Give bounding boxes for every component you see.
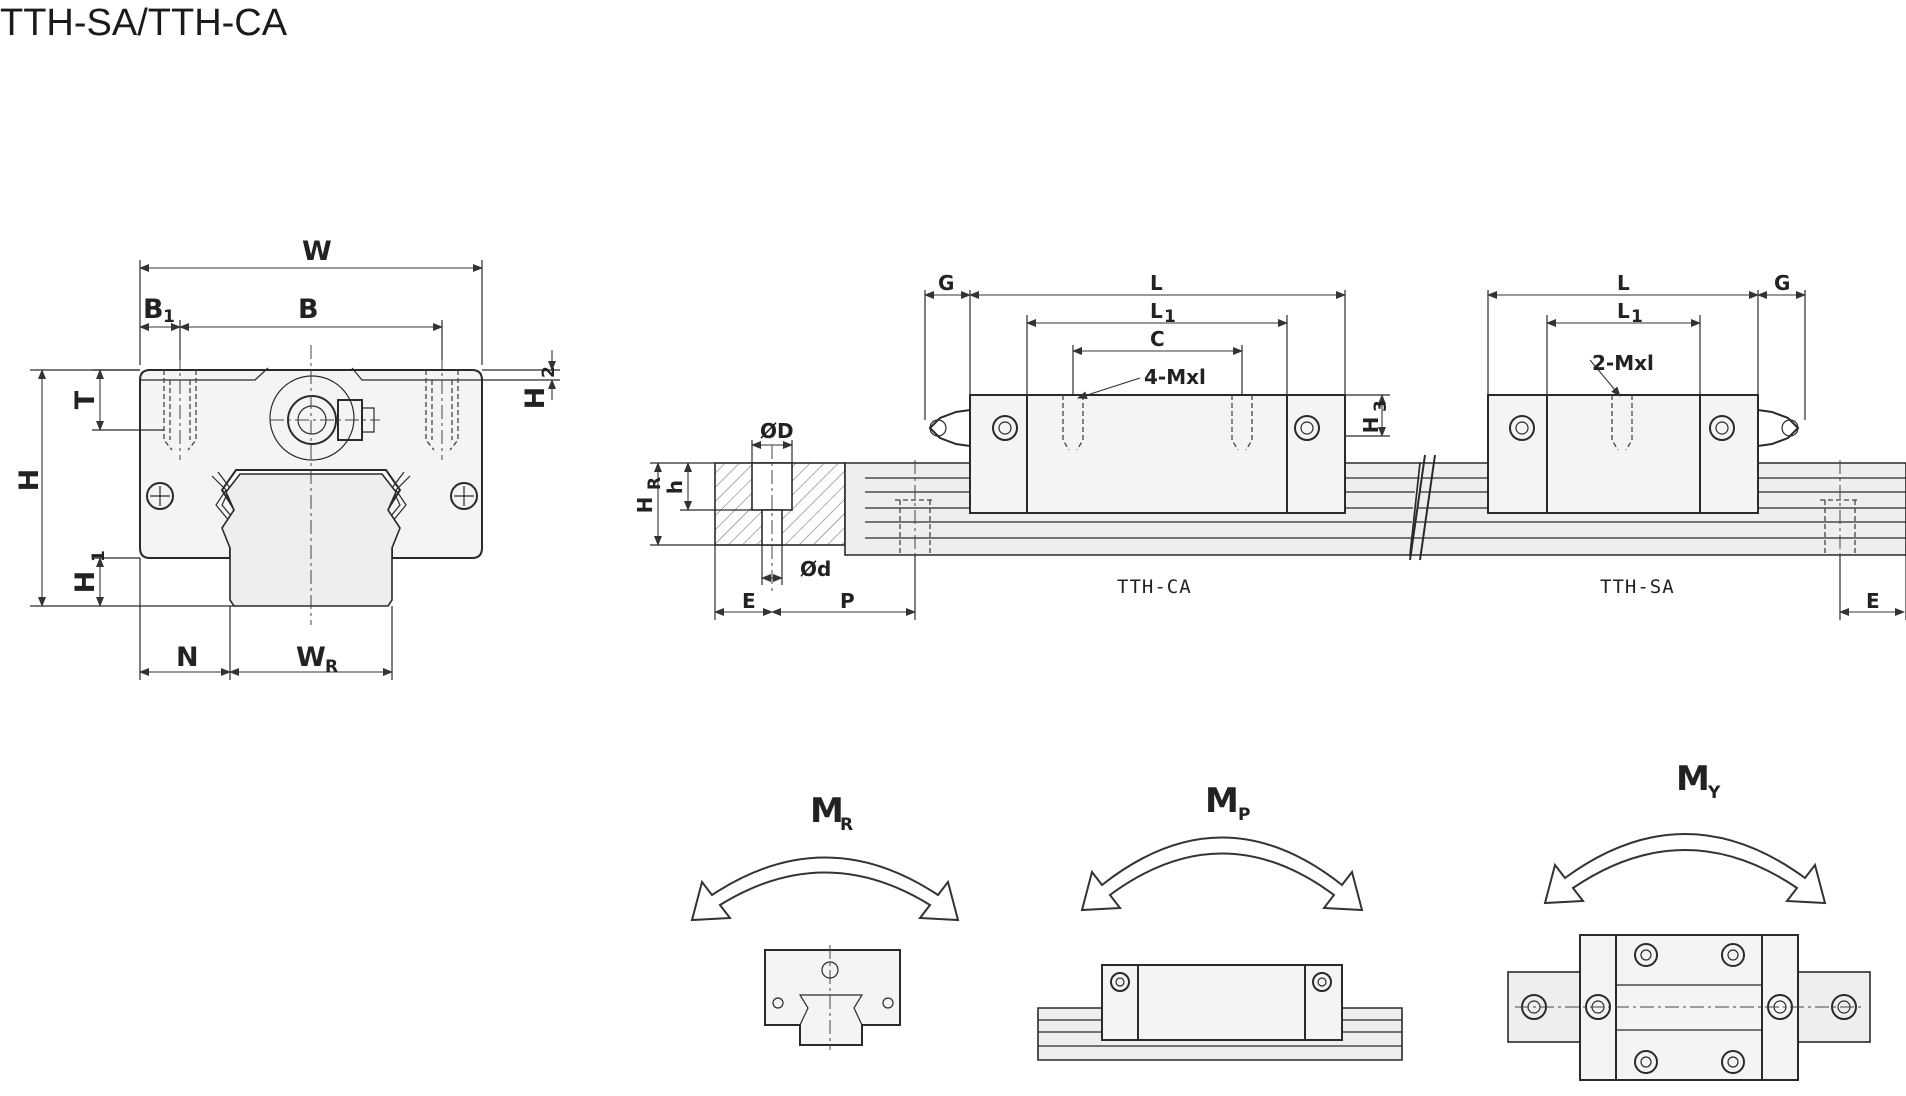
- dim-label-W: W: [302, 236, 332, 267]
- caption-tth-sa: TTH-SA: [1600, 576, 1675, 598]
- svg-text:3: 3: [1371, 400, 1391, 412]
- carriage-ca: [969, 394, 1346, 514]
- dim-label-G-left: G: [938, 271, 954, 295]
- dim-label-WR: W: [296, 642, 326, 673]
- dim-label-4-mxl: 4-Mxl: [1144, 365, 1206, 389]
- dim-label-E-right: E: [1866, 589, 1880, 613]
- dim-label-E-left: E: [742, 589, 756, 613]
- screw-icon: [450, 482, 478, 510]
- dim-label-P: P: [840, 589, 855, 613]
- svg-text:P: P: [1238, 805, 1250, 825]
- dim-label-L1-right: L: [1617, 299, 1630, 323]
- dim-label-phiD: ØD: [760, 419, 794, 443]
- dim-label-L-right: L: [1617, 271, 1630, 295]
- caption-tth-ca: TTH-CA: [1117, 576, 1192, 598]
- svg-text:1: 1: [163, 307, 175, 327]
- svg-text:M: M: [1676, 759, 1710, 799]
- svg-text:R: R: [325, 657, 338, 677]
- dim-label-C: C: [1150, 327, 1165, 351]
- dim-label-H: H: [14, 469, 45, 492]
- dim-label-N: N: [176, 642, 199, 673]
- carriage-sa: [1487, 394, 1759, 514]
- curved-arrow-icon: [1543, 833, 1827, 905]
- dim-label-H3: H: [1359, 417, 1383, 434]
- dim-label-B1: B: [143, 294, 164, 325]
- dim-label-H1: H: [70, 571, 101, 594]
- dim-label-L-left: L: [1150, 271, 1163, 295]
- dim-label-G-right: G: [1774, 271, 1790, 295]
- svg-text:2: 2: [539, 366, 559, 378]
- svg-text:Y: Y: [1707, 783, 1721, 803]
- dim-label-phid: Ød: [800, 557, 831, 581]
- svg-text:1: 1: [1164, 307, 1176, 327]
- side-view: G L L 1 C 4-Mxl H 3 L L 1 G 2-Mxl ØD Ød …: [633, 271, 1906, 620]
- dim-label-2-mxl: 2-Mxl: [1592, 351, 1654, 375]
- dim-label-h: h: [663, 480, 687, 494]
- svg-text:M: M: [810, 791, 844, 831]
- svg-text:M: M: [1205, 781, 1239, 821]
- svg-text:R: R: [645, 477, 665, 490]
- dim-label-L1-left: L: [1150, 299, 1163, 323]
- svg-text:R: R: [840, 815, 853, 835]
- cross-section-view: W B 1 B T H H 1 H 2 N W R: [14, 236, 560, 680]
- screw-icon: [146, 482, 174, 510]
- dim-label-T: T: [70, 390, 101, 409]
- curved-arrow-icon: [690, 856, 960, 922]
- svg-text:1: 1: [1631, 307, 1643, 327]
- svg-text:1: 1: [89, 550, 109, 562]
- moment-roll: M R: [690, 791, 960, 1050]
- grease-boss: [269, 375, 355, 461]
- curved-arrow-icon: [1080, 836, 1364, 912]
- dim-label-H2: H: [520, 387, 551, 410]
- moment-pitch: M P: [1037, 781, 1403, 1061]
- dim-label-B: B: [298, 294, 319, 325]
- moment-yaw: M Y: [1507, 759, 1871, 1081]
- dim-label-HR: H: [633, 497, 657, 514]
- page-title: TTH-SA/TTH-CA: [0, 2, 288, 44]
